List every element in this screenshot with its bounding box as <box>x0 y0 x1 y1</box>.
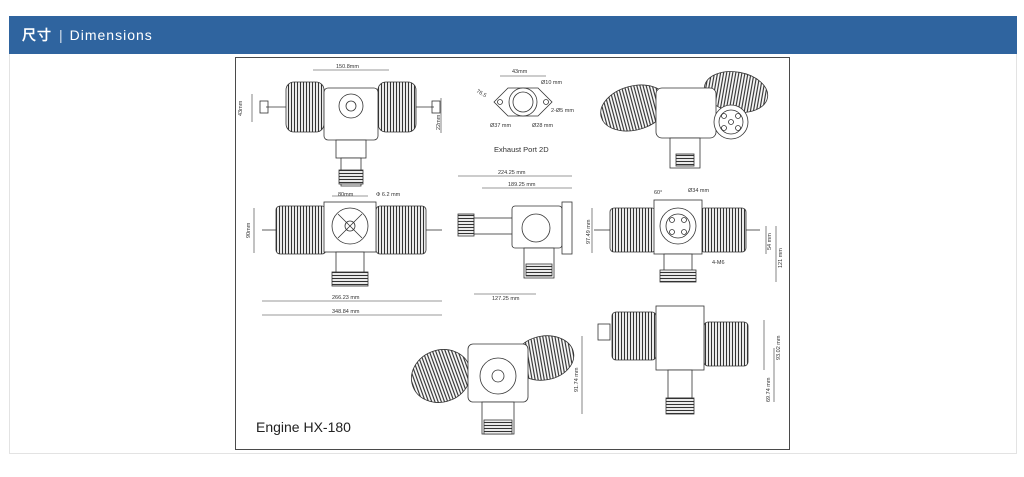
dim-side-w3: 127.25 mm <box>492 296 520 302</box>
dim-front-shaft: Φ 6.2 mm <box>376 192 401 198</box>
side-view <box>457 175 573 295</box>
dim-rear-d: Ø34 mm <box>688 188 710 194</box>
dim-bot-h3: 69.74 mm <box>766 377 772 402</box>
title-separator: | <box>59 27 63 43</box>
dim-rear-angle: 60° <box>654 190 662 196</box>
bottom-view <box>581 305 775 415</box>
dim-ex-d37: Ø37 mm <box>490 123 512 129</box>
exhaust-port-view <box>493 75 553 117</box>
dim-front-top: 80mm <box>338 192 354 198</box>
dim-top-left-h: 43mm <box>238 100 244 116</box>
rear-view <box>591 199 777 283</box>
engine-dimension-drawing: 150.8mm 43mm 22mm 43mm Ø10 mm 76.5 2-Ø5 … <box>235 57 790 450</box>
section-header: 尺寸 | Dimensions <box>9 16 1017 54</box>
dim-ex-width: 43mm <box>512 69 528 75</box>
dim-side-w1: 224.25 mm <box>498 170 526 176</box>
engine-label: Engine HX-180 <box>256 419 351 435</box>
dim-rear-h2: 54 mm <box>767 233 773 250</box>
dim-bot-h1: 93.02 mm <box>776 335 782 360</box>
exhaust-caption: Exhaust Port 2D <box>494 145 549 154</box>
dim-top-right-h: 22mm <box>436 114 442 130</box>
section-title-cn: 尺寸 <box>22 28 52 44</box>
dim-rear-m6: 4-M6 <box>712 260 725 266</box>
iso-view-bottom <box>411 335 575 435</box>
top-view <box>251 69 442 187</box>
dim-front-left-h: 90mm <box>246 222 252 238</box>
dim-side-w2: 189.25 mm <box>508 182 536 188</box>
dim-ex-d28: Ø28 mm <box>532 123 554 129</box>
dim-ex-r: 2-Ø5 mm <box>551 108 574 114</box>
dim-rear-h3: 121 mm <box>778 248 784 268</box>
section-title-en: Dimensions <box>69 27 153 43</box>
dim-ex-hole: Ø10 mm <box>541 80 563 86</box>
dim-rear-h1: 97.49 mm <box>586 219 592 244</box>
dim-front-w1: 266.23 mm <box>332 295 360 301</box>
iso-view-top <box>600 71 769 169</box>
dim-top-width: 150.8mm <box>336 64 359 70</box>
dim-front-w2: 348.84 mm <box>332 309 360 315</box>
dim-bot-h2: 91.74 mm <box>574 367 580 392</box>
front-view <box>253 195 442 316</box>
drawing-canvas: 150.8mm 43mm 22mm 43mm Ø10 mm 76.5 2-Ø5 … <box>238 64 784 435</box>
dim-ex-angle: 76.5 <box>475 89 487 100</box>
